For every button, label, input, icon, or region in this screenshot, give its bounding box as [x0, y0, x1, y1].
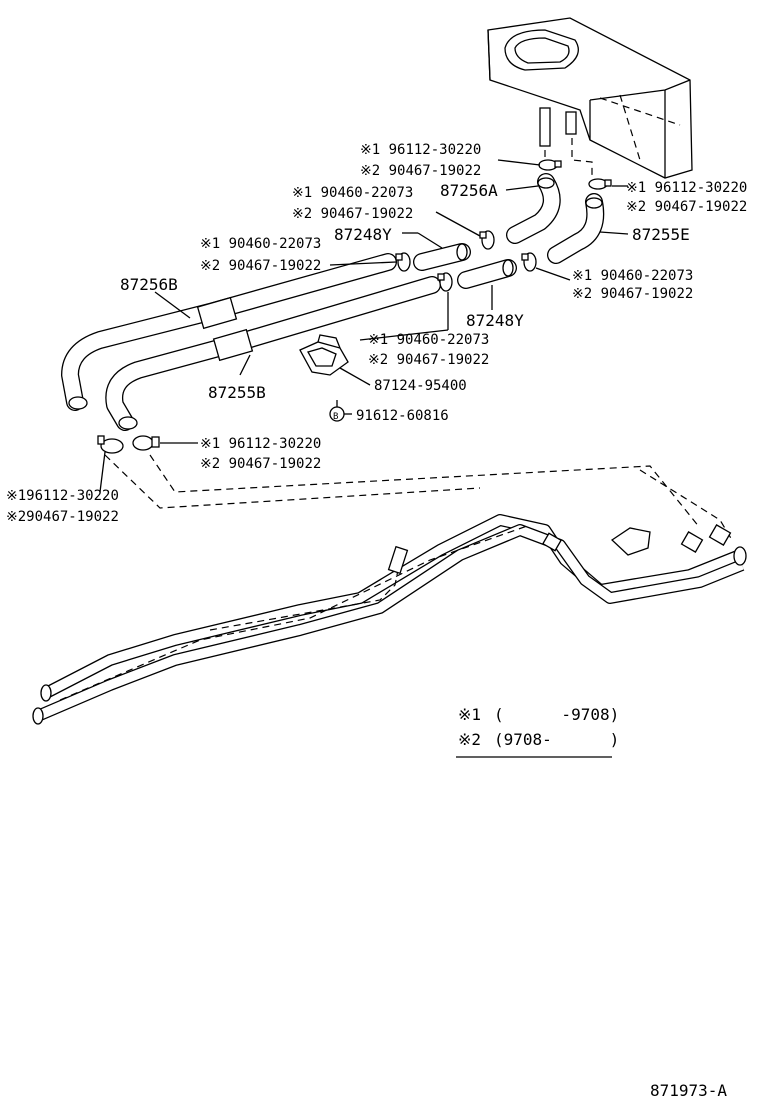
label-87256a: 87256A [440, 181, 498, 200]
bracket-87124 [299, 334, 349, 376]
callout-lower-2: ※2 90467-19022 [200, 456, 321, 472]
clamp-lower-1 [97, 435, 124, 454]
heater-unit [487, 17, 693, 179]
callout-heater-left-1: ※1 96112-30220 [360, 142, 481, 158]
callout-heater-right-1: ※1 96112-30220 [626, 180, 747, 196]
callout-right-mid-1: ※1 90460-22073 [572, 268, 693, 284]
label-87124: 87124-95400 [374, 378, 467, 394]
label-87248y-bottom: 87248Y [466, 311, 524, 330]
clamp-lower-2 [132, 435, 160, 451]
legend-mark-1: ※1 [458, 705, 481, 724]
callout-87248y-2: ※2 90467-19022 [200, 258, 321, 274]
label-91612: 91612-60816 [356, 408, 449, 424]
label-87256b: 87256B [120, 275, 178, 294]
callout-87248y-1: ※1 90460-22073 [200, 236, 321, 252]
clamp-heater-left [538, 159, 562, 171]
hose-87256a [506, 173, 561, 244]
hose-87255e [547, 193, 605, 264]
pipe-87248y-bottom [457, 259, 517, 289]
hose-87255b [105, 276, 441, 431]
legend-range-2: (9708- ) [494, 730, 619, 749]
callout-right-mid-2: ※2 90467-19022 [572, 286, 693, 302]
callout-heater-left-2: ※2 90467-19022 [360, 163, 481, 179]
callout-center-1: ※1 90460-22073 [368, 332, 489, 348]
legend-mark-2: ※2 [458, 730, 481, 749]
clamp-heater-right [588, 178, 612, 190]
bolt-mark-b: B [333, 412, 338, 422]
clamp-mid-2 [437, 272, 453, 292]
legend: ※1 ( -9708) ※2 (9708- ) [456, 705, 619, 758]
leader-lines [99, 159, 629, 493]
callout-heater-right-2: ※2 90467-19022 [626, 199, 747, 215]
hose-87256b [61, 253, 397, 411]
pipe-assembly [32, 514, 747, 725]
callout-lower-1: ※1 96112-30220 [200, 436, 321, 452]
clamp-mid-4 [521, 252, 537, 272]
callout-87256a-1: ※1 90460-22073 [292, 185, 413, 201]
callout-left-1: ※196112-30220 [6, 488, 119, 504]
label-87255b: 87255B [208, 383, 266, 402]
label-87248y-top: 87248Y [334, 225, 392, 244]
pipe-87248y-top [413, 243, 471, 271]
clamp-mid-1 [395, 252, 411, 272]
label-87255e: 87255E [632, 225, 690, 244]
clamp-mid-3 [479, 230, 495, 250]
callout-left-2: ※290467-19022 [6, 509, 119, 525]
callout-center-2: ※2 90467-19022 [368, 352, 489, 368]
legend-range-1: ( -9708) [494, 705, 619, 724]
callout-87256a-2: ※2 90467-19022 [292, 206, 413, 222]
diagram-id: 871973-A [650, 1081, 727, 1100]
